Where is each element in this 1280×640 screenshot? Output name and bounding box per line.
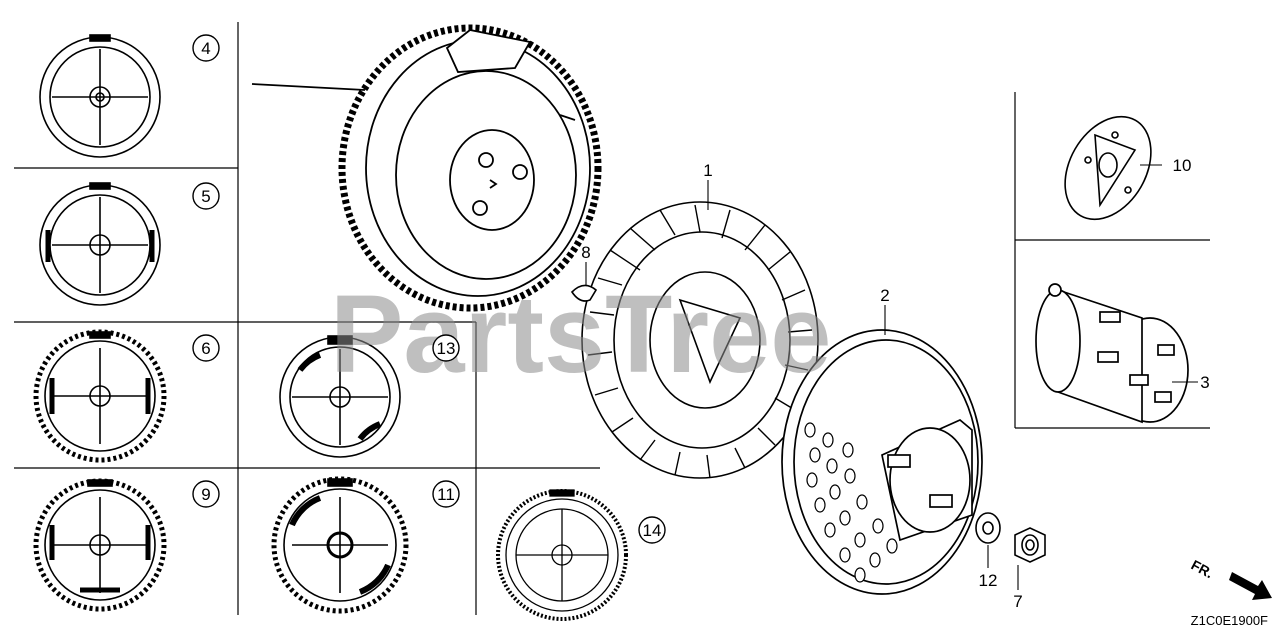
callout-11: 11 (437, 485, 455, 504)
woodruff-key[interactable] (570, 284, 598, 302)
watermark-text: PartsTree (330, 273, 831, 396)
leader-lines (585, 164, 1198, 590)
starter-cup[interactable] (1035, 283, 1189, 424)
callout-4: 4 (201, 39, 210, 58)
callout-circle-5 (192, 182, 220, 210)
callout-13: 13 (437, 339, 456, 358)
flange-nut[interactable] (1014, 527, 1046, 563)
callout-3: 3 (1200, 373, 1209, 392)
starter-pulley[interactable] (781, 329, 983, 595)
flywheel[interactable] (251, 24, 602, 312)
callout-circle-6 (192, 334, 220, 362)
rotor-variant-13[interactable] (279, 335, 401, 458)
diagram-code: Z1C0E1900F (1191, 613, 1268, 628)
callout-circle-14 (638, 516, 666, 544)
callout-6: 6 (201, 339, 210, 358)
callout-8: 8 (581, 243, 590, 262)
cooling-fan[interactable] (581, 201, 819, 479)
callout-14: 14 (643, 521, 662, 540)
rotor-variant-5[interactable] (39, 182, 161, 306)
rotor-variant-14[interactable] (496, 489, 628, 621)
callout-circle-11 (432, 480, 460, 508)
callout-9: 9 (201, 485, 210, 504)
rotor-variant-4[interactable] (39, 34, 161, 158)
variant-callouts (192, 34, 666, 544)
front-direction-arrow: FR. (1189, 557, 1272, 600)
washer[interactable] (975, 512, 1001, 544)
front-direction-label: FR. (1189, 557, 1216, 582)
callout-circle-13 (432, 334, 460, 362)
rotor-variant-11[interactable] (271, 476, 409, 614)
rotor-plate[interactable] (1048, 101, 1169, 234)
callout-1: 1 (703, 161, 712, 180)
arrow-icon (1229, 572, 1272, 600)
panel-grid-lines (14, 22, 1210, 615)
callout-circle-4 (192, 34, 220, 62)
callout-circle-9 (192, 480, 220, 508)
callout-7: 7 (1013, 592, 1022, 611)
rotor-variant-6[interactable] (33, 329, 167, 463)
callout-5: 5 (201, 187, 210, 206)
callout-2: 2 (880, 286, 889, 305)
rotor-variant-9[interactable] (33, 478, 167, 612)
callout-10: 10 (1173, 156, 1192, 175)
callout-12: 12 (979, 571, 998, 590)
